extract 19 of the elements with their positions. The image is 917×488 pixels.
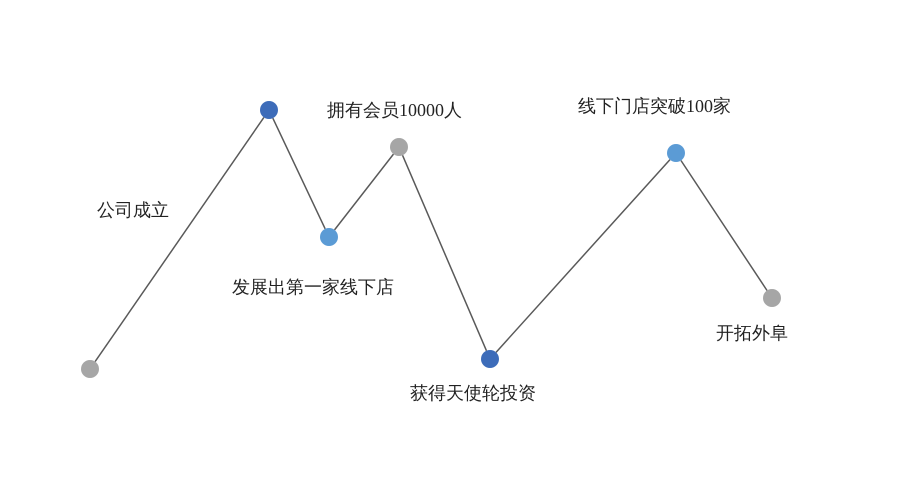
milestone-label: 公司成立 xyxy=(97,200,169,222)
timeline-dot xyxy=(481,350,499,368)
connector-line xyxy=(402,154,488,352)
timeline-dot xyxy=(667,144,685,162)
timeline-dot xyxy=(260,101,278,119)
connector-line xyxy=(94,116,264,362)
milestone-label: 获得天使轮投资 xyxy=(410,383,536,405)
milestone-label: 发展出第一家线下店 xyxy=(232,277,394,299)
connector-line xyxy=(334,154,394,230)
timeline-dot xyxy=(763,289,781,307)
milestone-label: 线下门店突破100家 xyxy=(578,96,731,118)
timeline-dot xyxy=(81,360,99,378)
milestone-label: 拥有会员10000人 xyxy=(327,100,462,122)
timeline-dot xyxy=(390,138,408,156)
connector-line xyxy=(272,118,326,230)
connector-line xyxy=(680,160,768,291)
timeline-dot xyxy=(320,228,338,246)
milestone-label: 开拓外阜 xyxy=(716,323,788,345)
connector-line xyxy=(495,159,671,353)
